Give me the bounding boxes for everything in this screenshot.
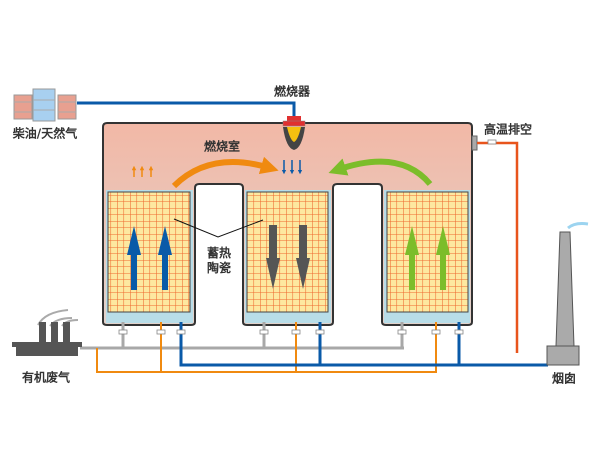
- ceramic-bed-right: [386, 191, 469, 313]
- purge-up-arrows-icon: [405, 226, 450, 290]
- high-temp-exhaust-label: 高温排空: [483, 122, 533, 137]
- ceramic-label-line1: 蓄热: [206, 246, 232, 260]
- ceramic-bed-middle: [246, 191, 329, 313]
- exhaust-nozzle: [471, 135, 478, 151]
- waste-gas-pipe: [80, 322, 404, 350]
- combustion-chamber-label: 燃烧室: [203, 139, 241, 154]
- inlet-up-arrows-icon: [127, 226, 172, 290]
- factory-icon: [12, 309, 82, 356]
- ceramic-label-line2: 陶瓷: [206, 261, 232, 275]
- organic-waste-gas-label: 有机废气: [21, 370, 71, 385]
- leader-lines: [173, 218, 264, 238]
- valve-icons: [118, 139, 497, 335]
- fuel-pipe: [77, 101, 296, 118]
- hot-gas-flow-arrow: [171, 156, 279, 189]
- exhaust-pipe: [477, 141, 519, 353]
- burner-label: 燃烧器: [273, 84, 311, 99]
- chimney-icon: [546, 222, 589, 366]
- clean-gas-pipe: [179, 322, 548, 367]
- small-down-arrows-icon: [281, 160, 303, 175]
- chimney-label: 烟囱: [551, 371, 577, 386]
- fuel-tanks-icon: [13, 88, 77, 122]
- burner-icon: [282, 116, 306, 150]
- outlet-down-arrows-icon: [266, 225, 310, 289]
- small-up-arrows-icon: [131, 165, 154, 177]
- fuel-label: 柴油/天然气: [12, 126, 78, 141]
- ceramic-label: 蓄热 陶瓷: [207, 246, 231, 276]
- ceramic-bed-left: [107, 191, 191, 313]
- purge-flow-arrow: [328, 158, 433, 186]
